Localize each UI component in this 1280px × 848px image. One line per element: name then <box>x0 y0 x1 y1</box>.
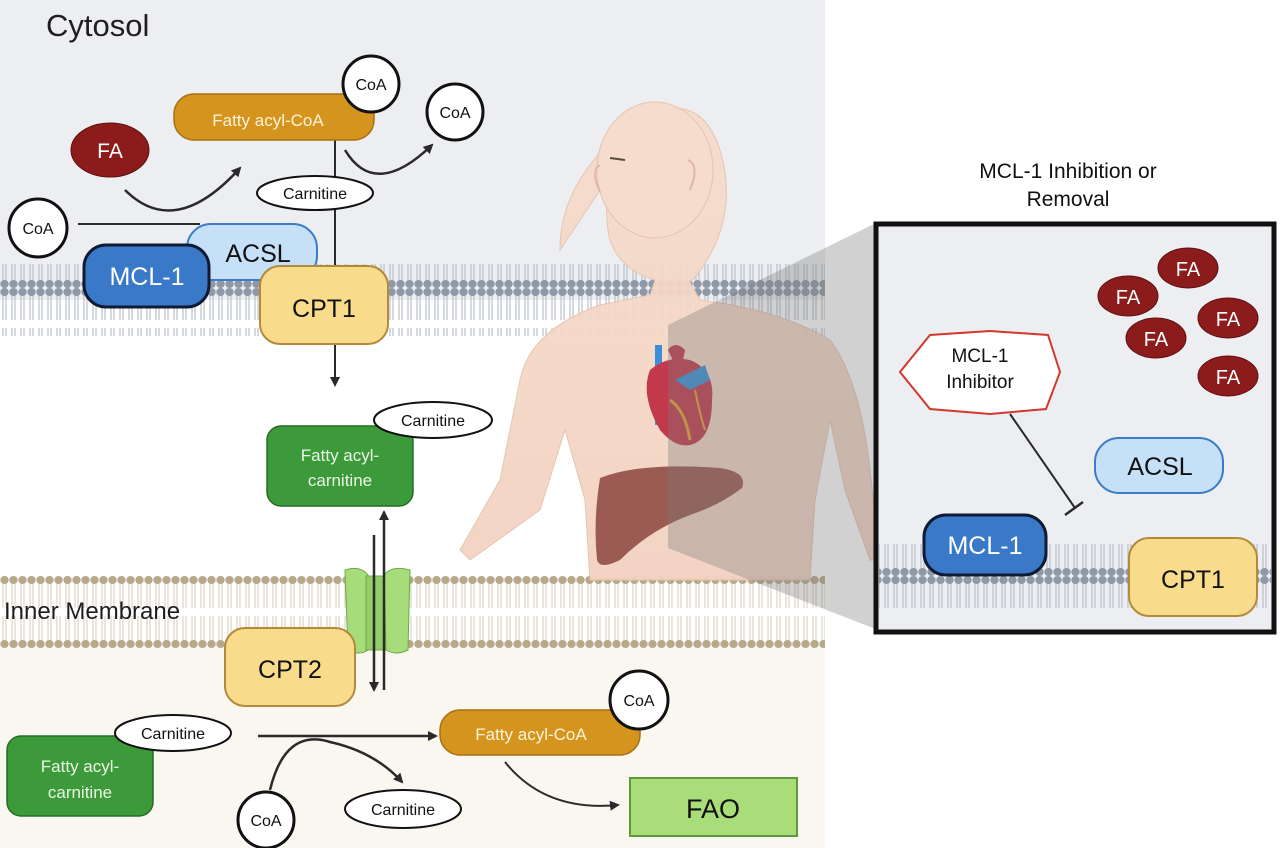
svg-text:CoA: CoA <box>623 693 654 710</box>
fatty-acyl-carnitine-middle: Fatty acyl- carnitine <box>266 425 414 507</box>
svg-text:carnitine: carnitine <box>308 471 372 490</box>
svg-text:MCL-1: MCL-1 <box>947 532 1022 560</box>
inset-fatty-acids: FA FA FA FA FA <box>1097 247 1259 397</box>
inset-title-line2: Removal <box>1027 188 1110 211</box>
cpt1-top: CPT1 <box>259 265 389 345</box>
mcl1-top: MCL-1 <box>82 243 211 309</box>
inset-fa: FA <box>1125 317 1187 359</box>
coa-bound-bottom: CoA <box>608 669 670 731</box>
svg-text:FA: FA <box>1144 329 1169 351</box>
svg-text:CoA: CoA <box>439 105 470 122</box>
svg-text:MCL-1: MCL-1 <box>109 263 184 291</box>
inner-membrane-label: Inner Membrane <box>4 598 180 625</box>
fao-box: FAO <box>629 777 798 837</box>
acsl-reaction-arrow <box>124 166 242 212</box>
svg-text:FA: FA <box>97 140 123 163</box>
carnitine-transporter <box>344 567 411 654</box>
liver-icon <box>595 466 744 565</box>
svg-text:Carnitine: Carnitine <box>401 413 465 430</box>
svg-text:Fatty acyl-: Fatty acyl- <box>301 446 379 465</box>
acsl-inset: ACSL <box>1094 437 1224 494</box>
svg-text:CPT1: CPT1 <box>1161 566 1225 594</box>
fa-top: FA <box>70 122 150 178</box>
mcl1-inhibitor: MCL-1 Inhibitor <box>898 329 1062 416</box>
cpt1-inset: CPT1 <box>1128 537 1258 617</box>
svg-text:Inhibitor: Inhibitor <box>946 372 1014 393</box>
svg-text:Fatty acyl-CoA: Fatty acyl-CoA <box>212 111 324 130</box>
svg-text:Carnitine: Carnitine <box>371 802 435 819</box>
fatty-acyl-carnitine-bottom: Fatty acyl- carnitine <box>6 735 154 817</box>
svg-text:MCL-1: MCL-1 <box>951 346 1008 367</box>
svg-text:FA: FA <box>1216 367 1241 389</box>
fatty-acyl-coa-top: Fatty acyl-CoA <box>173 93 375 141</box>
svg-text:carnitine: carnitine <box>48 783 112 802</box>
inset-fa: FA <box>1157 247 1219 289</box>
svg-text:CoA: CoA <box>355 77 386 94</box>
svg-text:ACSL: ACSL <box>225 240 290 268</box>
svg-text:Fatty acyl-CoA: Fatty acyl-CoA <box>475 725 587 744</box>
inset-fa: FA <box>1097 275 1159 317</box>
svg-text:Carnitine: Carnitine <box>283 186 347 203</box>
zoom-projection <box>668 222 878 630</box>
human-body-illustration <box>459 101 881 581</box>
carnitine-top: Carnitine <box>256 175 374 211</box>
svg-text:FA: FA <box>1216 309 1241 331</box>
svg-text:ACSL: ACSL <box>1127 453 1192 481</box>
inset-fa: FA <box>1197 355 1259 397</box>
coa-input-bottom: CoA <box>236 790 296 848</box>
fao-arrow <box>504 761 620 811</box>
cpt2: CPT2 <box>224 627 356 707</box>
coa-release-arrow <box>343 143 434 176</box>
coa-released-top: CoA <box>425 82 485 142</box>
svg-text:FAO: FAO <box>686 794 740 824</box>
coa-input-top: CoA <box>7 197 69 259</box>
svg-text:CPT2: CPT2 <box>258 656 322 684</box>
mcl1-inset: MCL-1 <box>922 513 1048 577</box>
coa-bound-top: CoA <box>341 54 401 114</box>
svg-text:CoA: CoA <box>250 813 281 830</box>
svg-text:CPT1: CPT1 <box>292 295 356 323</box>
inhibition-bar <box>1064 500 1084 517</box>
svg-text:Carnitine: Carnitine <box>141 726 205 743</box>
svg-text:Fatty acyl-: Fatty acyl- <box>41 757 119 776</box>
heart-icon <box>646 345 713 446</box>
inset-title-line1: MCL-1 Inhibition or <box>979 160 1156 183</box>
inner-membrane <box>0 576 825 648</box>
fatty-acyl-coa-bottom: Fatty acyl-CoA <box>439 709 641 756</box>
svg-text:CoA: CoA <box>22 221 53 238</box>
cytosol-label: Cytosol <box>46 8 149 43</box>
inset-fa: FA <box>1197 297 1259 339</box>
carnitine-bound-bottom: Carnitine <box>114 714 232 752</box>
inhibition-line <box>1009 413 1076 509</box>
svg-text:FA: FA <box>1116 287 1141 309</box>
carnitine-middle: Carnitine <box>373 401 493 439</box>
carnitine-released-bottom: Carnitine <box>344 789 462 829</box>
carnitine-release-arrow <box>268 738 404 791</box>
svg-text:FA: FA <box>1176 259 1201 281</box>
